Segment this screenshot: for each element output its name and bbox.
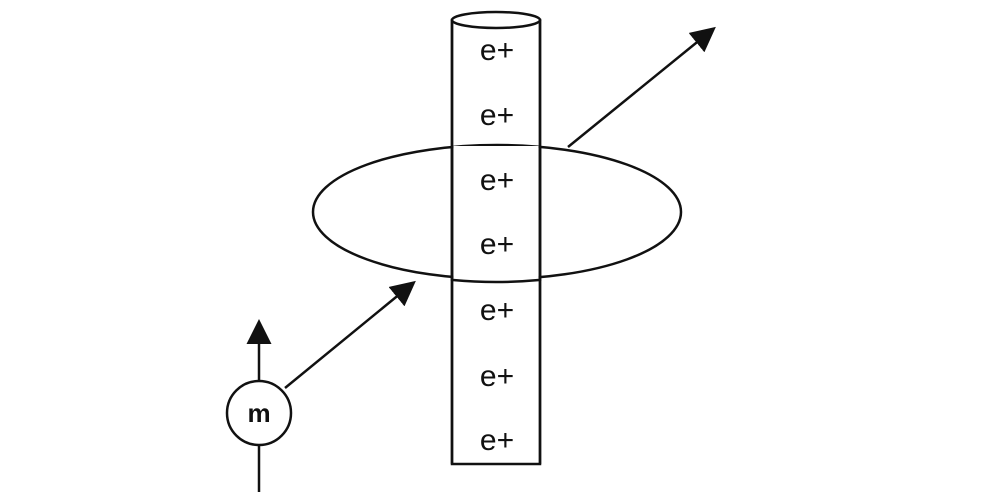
- charge-label-6: e+: [480, 360, 514, 393]
- charge-label-5: e+: [480, 294, 514, 327]
- charge-label-4: e+: [480, 228, 514, 261]
- particle-label: m: [247, 398, 270, 428]
- loop-front-arc: [452, 278, 540, 284]
- cylinder-top-cap: [450, 10, 542, 30]
- magnetic-particle: m: [225, 319, 293, 492]
- charge-label-7: e+: [480, 424, 514, 457]
- particle-circle: [225, 379, 293, 447]
- outgoing-trajectory-arrow: [567, 26, 716, 148]
- charge-label-2: e+: [480, 99, 514, 132]
- charge-labels: e+ e+ e+ e+ e+ e+ e+: [480, 34, 514, 457]
- incoming-trajectory-arrow: [284, 280, 416, 389]
- cylinder-occluder: [453, 146, 539, 281]
- charge-label-3: e+: [480, 164, 514, 197]
- cylinder-front-sides: [450, 20, 542, 464]
- charge-label-1: e+: [480, 34, 514, 67]
